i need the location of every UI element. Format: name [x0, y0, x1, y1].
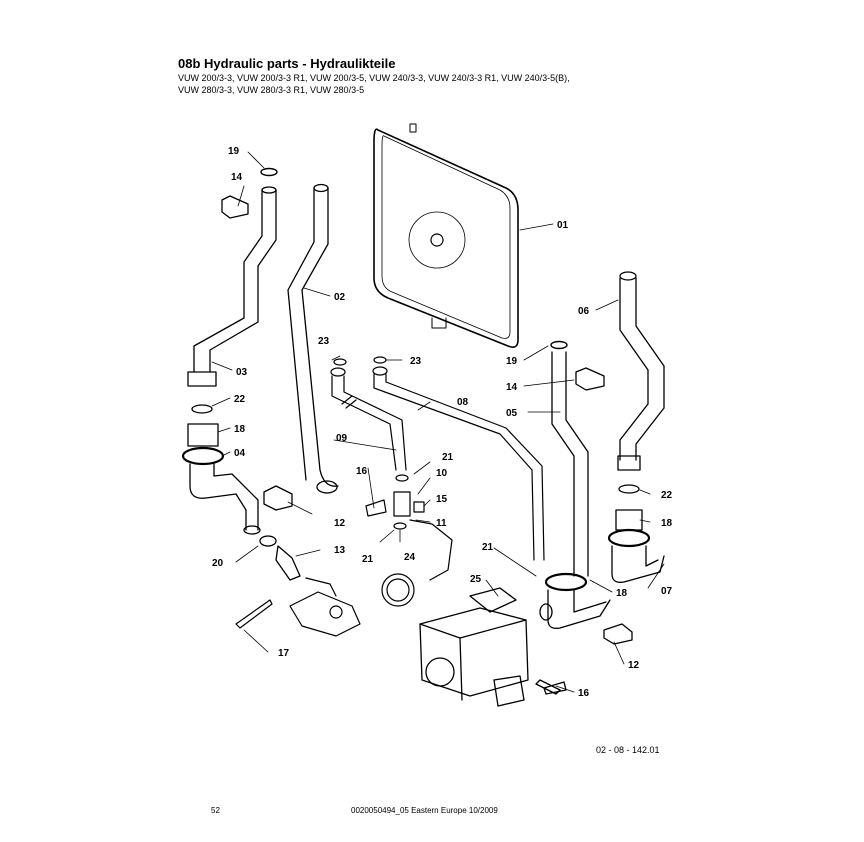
leader-lines	[211, 151, 665, 693]
callout-22-right: 22	[661, 490, 673, 501]
page-title: 08b Hydraulic parts - Hydraulikteile	[178, 56, 396, 71]
model-list: VUW 200/3-3, VUW 200/3-3 R1, VUW 200/3-5…	[178, 72, 658, 96]
model-list-line-1: VUW 200/3-3, VUW 200/3-3 R1, VUW 200/3-5…	[178, 73, 570, 83]
page-number: 52	[211, 806, 220, 815]
callout-21-top: 21	[442, 452, 454, 463]
valve-group	[235, 577, 361, 637]
callout-08: 08	[457, 397, 469, 408]
callout-19-right: 19	[506, 356, 518, 367]
callout-03: 03	[236, 367, 248, 378]
callout-25: 25	[470, 574, 482, 585]
callout-11: 11	[436, 518, 447, 529]
filter-13	[259, 535, 301, 581]
callout-04: 04	[234, 448, 246, 459]
tee-fitting-10	[365, 474, 453, 581]
callout-24: 24	[404, 552, 416, 563]
callout-16-right: 16	[578, 688, 590, 699]
callout-18-right: 18	[661, 518, 673, 529]
callout-12-right: 12	[628, 660, 640, 671]
callout-15: 15	[436, 494, 448, 505]
callout-01: 01	[557, 220, 569, 231]
document-reference: 0020050494_05 Eastern Europe 10/2009	[351, 806, 498, 815]
callout-12-left: 12	[334, 518, 346, 529]
pipe-06	[543, 271, 665, 695]
callout-14-left: 14	[231, 172, 243, 183]
callout-06: 06	[578, 306, 590, 317]
callout-13: 13	[334, 545, 346, 556]
pipe-05	[539, 340, 611, 629]
callout-18-left: 18	[234, 424, 246, 435]
callout-09: 09	[336, 433, 348, 444]
pressure-gauge	[381, 573, 415, 607]
callout-22-left: 22	[234, 394, 246, 405]
drawing-code: 02 - 08 - 142.01	[596, 745, 660, 755]
callout-17: 17	[278, 648, 290, 659]
callout-14-right: 14	[506, 382, 518, 393]
callout-23-left: 23	[318, 336, 330, 347]
callout-21-bottom: 21	[362, 554, 374, 565]
pump-assembly	[419, 587, 561, 707]
pipe-09	[330, 367, 407, 471]
callout-21-right: 21	[482, 542, 494, 553]
callout-07: 07	[661, 586, 673, 597]
callout-20: 20	[212, 558, 224, 569]
model-list-line-2: VUW 280/3-3, VUW 280/3-3 R1, VUW 280/3-5	[178, 85, 365, 95]
callout-05: 05	[506, 408, 518, 419]
callout-19-left: 19	[228, 146, 240, 157]
callout-16-left: 16	[356, 466, 368, 477]
callout-02: 02	[334, 292, 346, 303]
fitting-04	[181, 423, 293, 535]
callout-18-center: 18	[616, 588, 628, 599]
callout-10: 10	[436, 468, 448, 479]
pipe-02	[287, 183, 339, 494]
pipe-03	[187, 167, 278, 414]
expansion-vessel	[373, 123, 519, 348]
callout-23-right: 23	[410, 356, 422, 367]
